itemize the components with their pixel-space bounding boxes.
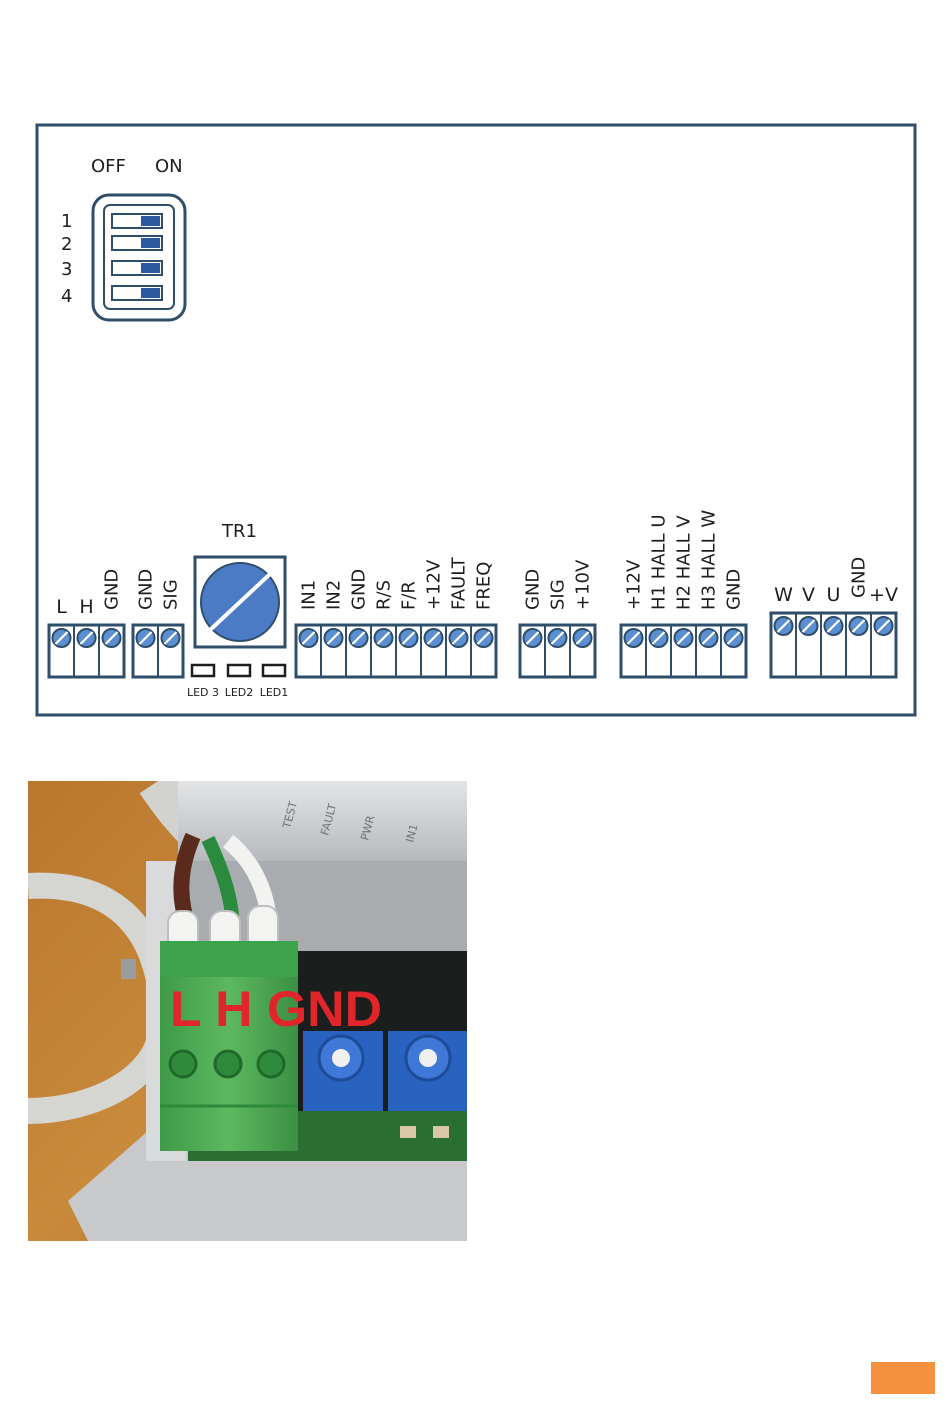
terminal-label: F/R xyxy=(399,581,420,610)
terminal-label: R/S xyxy=(374,580,395,610)
terminal-label: SIG xyxy=(161,579,182,610)
terminal-label: V xyxy=(802,584,815,606)
terminal-label: GND xyxy=(102,569,123,610)
terminal-label: H xyxy=(79,596,93,618)
dip-off-label: OFF xyxy=(91,156,126,177)
terminal-label: FREQ xyxy=(474,562,495,610)
page-corner-tab xyxy=(871,1362,935,1394)
terminal-label: GND xyxy=(724,569,745,610)
dip-position-3: 3 xyxy=(61,259,72,280)
connector-photo: TEST FAULT PWR IN1 xyxy=(28,781,467,1241)
dip-position-4: 4 xyxy=(61,286,72,307)
terminal-label: L xyxy=(56,596,67,618)
terminal-label: H3 HALL W xyxy=(699,510,720,610)
terminal-label: +V xyxy=(869,584,898,606)
led-group: LED 3 LED2 LED1 xyxy=(187,665,288,699)
terminal-label: +10V xyxy=(573,559,594,610)
led-3-label: LED 3 xyxy=(187,686,219,699)
photo-screw-1 xyxy=(170,1051,196,1077)
led-1 xyxy=(263,665,285,676)
led-2-label: LED2 xyxy=(225,686,254,699)
terminal-label: +12V xyxy=(424,559,445,610)
terminal-label: GND xyxy=(136,569,157,610)
terminal-label: +12V xyxy=(624,559,645,610)
photo-led-2 xyxy=(433,1126,449,1138)
terminal-label: IN2 xyxy=(324,580,345,610)
photo-trimmer-2-dial xyxy=(419,1049,437,1067)
photo-led-1 xyxy=(400,1126,416,1138)
terminal-label: U xyxy=(827,584,841,606)
dip-lever-2 xyxy=(141,238,160,248)
dip-on-label: ON xyxy=(155,156,183,177)
enclosure-slot xyxy=(121,959,136,979)
led-1-label: LED1 xyxy=(260,686,289,699)
dip-position-1: 1 xyxy=(61,211,72,232)
green-terminal-top xyxy=(160,941,298,977)
terminal-label: GND xyxy=(849,557,870,598)
terminal-label: H1 HALL U xyxy=(649,514,670,610)
photo-trimmer-1-dial xyxy=(332,1049,350,1067)
terminal-label: H2 HALL V xyxy=(674,515,695,610)
dip-lever-3 xyxy=(141,263,160,273)
terminal-label: W xyxy=(774,584,793,606)
photo-overlay-label: L H GND xyxy=(170,981,382,1037)
dip-lever-4 xyxy=(141,288,160,298)
terminal-label: GND xyxy=(523,569,544,610)
dip-position-2: 2 xyxy=(61,234,72,255)
photo-screw-3 xyxy=(258,1051,284,1077)
terminal-label: SIG xyxy=(548,579,569,610)
trimmer-label: TR1 xyxy=(221,521,257,542)
dip-lever-1 xyxy=(141,216,160,226)
terminal-label: GND xyxy=(349,569,370,610)
terminal-label: IN1 xyxy=(299,580,320,610)
connector-photo-illustration: TEST FAULT PWR IN1 xyxy=(28,781,467,1241)
led-2 xyxy=(228,665,250,676)
led-3 xyxy=(192,665,214,676)
terminal-label: FAULT xyxy=(449,556,470,610)
photo-screw-2 xyxy=(215,1051,241,1077)
